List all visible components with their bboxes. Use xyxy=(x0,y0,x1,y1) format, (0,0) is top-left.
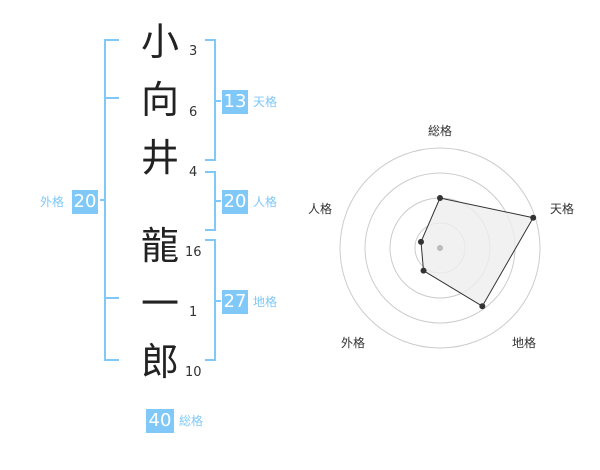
axis-label-gaikaku: 外格 xyxy=(341,336,366,350)
soukaku-label: 総格 xyxy=(179,414,204,428)
radar-point-2 xyxy=(530,214,537,221)
stroke-count-6: 10 xyxy=(185,365,202,380)
axis-label-soukaku: 総格 xyxy=(428,124,453,138)
soukaku-badge: 40 xyxy=(146,409,174,433)
radar-point-1 xyxy=(437,195,443,201)
tenkaku-bracket xyxy=(205,39,221,161)
gaikaku-label: 外格 xyxy=(40,195,65,209)
stroke-count-2: 6 xyxy=(189,105,198,120)
chikaku-label: 地格 xyxy=(253,295,278,309)
axis-label-tenkaku: 天格 xyxy=(550,202,575,216)
radar-center-dot xyxy=(437,245,443,251)
name-char-6: 郎 xyxy=(140,340,179,384)
stroke-count-3: 4 xyxy=(189,165,198,180)
axis-label-chikaku: 地格 xyxy=(512,336,537,350)
stroke-count-5: 1 xyxy=(189,305,198,320)
chikaku-bracket xyxy=(205,239,221,361)
axis-label-jinkaku: 人格 xyxy=(308,202,333,216)
name-char-2: 向 xyxy=(140,78,179,122)
gaikaku-bracket xyxy=(100,39,119,361)
chikaku-badge: 27 xyxy=(222,290,248,314)
jinkaku-badge: 20 xyxy=(222,190,248,214)
stroke-count-4: 16 xyxy=(185,245,202,260)
radar-polygon xyxy=(420,197,534,307)
radar-point-4 xyxy=(420,267,427,274)
radar-ring-4 xyxy=(339,147,541,349)
radar-point-5 xyxy=(417,238,424,245)
tenkaku-label: 天格 xyxy=(253,95,278,109)
radar-point-3 xyxy=(479,303,486,310)
name-char-4: 龍 xyxy=(140,224,179,268)
jinkaku-bracket xyxy=(205,171,221,231)
jinkaku-label: 人格 xyxy=(253,195,278,209)
name-char-3: 井 xyxy=(140,136,179,180)
name-char-1: 小 xyxy=(140,20,179,64)
tenkaku-badge: 13 xyxy=(222,90,248,114)
gaikaku-badge: 20 xyxy=(72,190,98,214)
stroke-count-1: 3 xyxy=(189,44,198,59)
name-char-5: 一 xyxy=(140,282,179,326)
